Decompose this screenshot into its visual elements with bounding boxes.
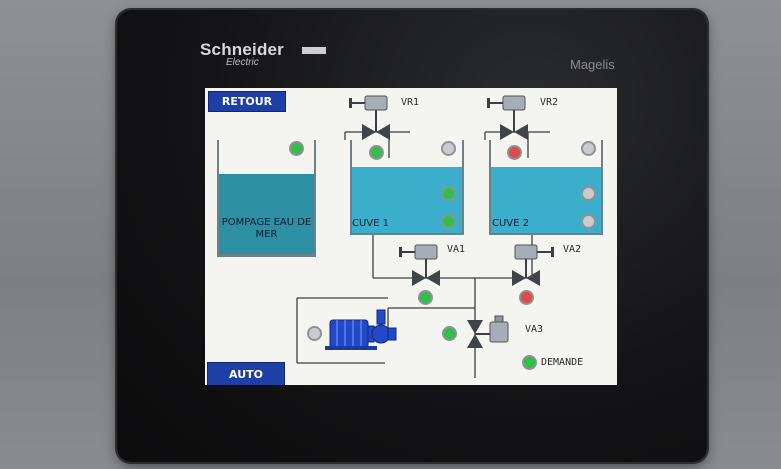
sea-pump-label: POMPAGE EAU DE MER	[221, 217, 312, 240]
tank-1-high-indicator	[441, 141, 456, 156]
hmi-screen: RETOUR AUTO POMPAGE EAU DE MER CUVE 1 CU…	[205, 88, 617, 385]
valve-vr2-indicator	[507, 145, 522, 160]
valve-va1-indicator	[418, 290, 433, 305]
valve-vr2-icon[interactable]	[487, 95, 528, 140]
brand-subtitle: Electric	[226, 57, 259, 68]
pipe-diagram	[296, 95, 554, 378]
valve-va1-icon[interactable]	[399, 244, 440, 286]
pump-icon[interactable]	[325, 309, 397, 350]
tank-2-mid-indicator	[581, 186, 596, 201]
pump-indicator	[307, 326, 322, 341]
brand-logo-bar	[302, 47, 326, 54]
tank-2-low-indicator	[581, 214, 596, 229]
valve-va1-label: VA1	[447, 244, 466, 255]
brand-name: Schneider	[200, 40, 284, 59]
valve-va3-icon[interactable]	[467, 315, 509, 348]
tank-1-mid-indicator	[441, 186, 456, 201]
sea-tank-level-indicator	[289, 141, 304, 156]
valve-vr1-icon[interactable]	[349, 95, 390, 140]
tank-1-label: CUVE 1	[352, 218, 390, 229]
valve-vr1-indicator	[369, 145, 384, 160]
valve-va2-indicator	[519, 290, 534, 305]
model-name: Magelis	[570, 57, 615, 72]
sea-pump-water	[217, 174, 316, 256]
valve-vr1-label: VR1	[401, 97, 420, 108]
valve-va3-label: VA3	[525, 324, 544, 335]
back-button[interactable]: RETOUR	[208, 91, 286, 112]
auto-mode-button[interactable]: AUTO	[207, 362, 285, 385]
tank-2-label: CUVE 2	[492, 218, 530, 229]
valve-va2-icon[interactable]	[512, 244, 554, 286]
valve-va2-label: VA2	[563, 244, 582, 255]
tank-2-high-indicator	[581, 141, 596, 156]
valve-va3-indicator	[442, 326, 457, 341]
valve-vr2-label: VR2	[540, 97, 559, 108]
tank-1-low-indicator	[441, 214, 456, 229]
demand-label: DEMANDE	[541, 357, 584, 368]
demand-indicator	[522, 355, 537, 370]
